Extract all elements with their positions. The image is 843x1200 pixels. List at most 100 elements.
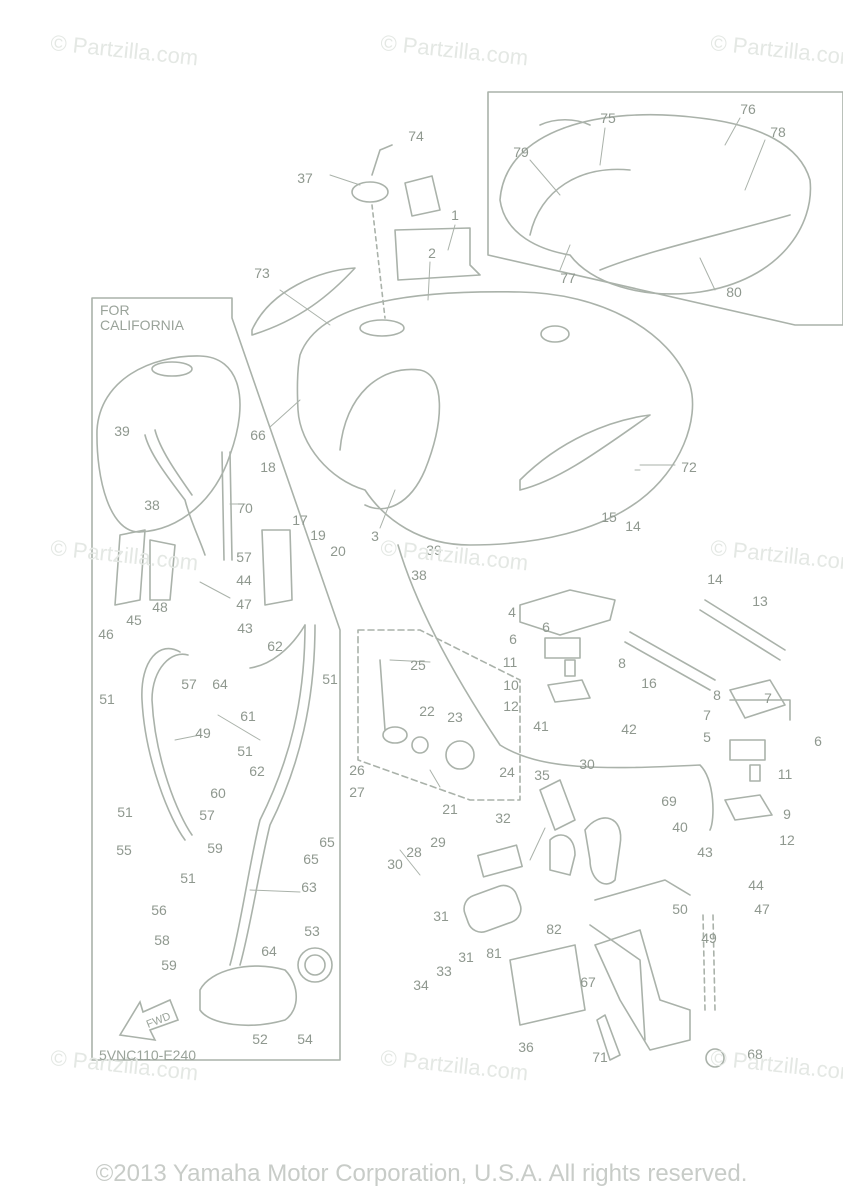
part-callout: 34 (413, 977, 429, 993)
part-callout: 37 (297, 170, 313, 186)
part-callout: 51 (117, 804, 133, 820)
part-callout: 64 (261, 943, 277, 959)
part-callout: 45 (126, 612, 142, 628)
part-callout: 51 (99, 691, 115, 707)
part-callout: 76 (740, 101, 756, 117)
part-callout: 57 (236, 549, 252, 565)
part-callout: 71 (592, 1049, 608, 1065)
part-callout: 24 (499, 764, 515, 780)
part-callout: 11 (503, 654, 518, 670)
part-callout: 36 (518, 1039, 534, 1055)
part-callout: 72 (681, 459, 697, 475)
part-callout: 55 (116, 842, 132, 858)
part-callout: 12 (779, 832, 795, 848)
part-callout: 43 (697, 844, 713, 860)
bracket-4 (519, 589, 616, 636)
part-callout: 58 (154, 932, 170, 948)
part-callout: 29 (430, 834, 446, 850)
part-callout: 74 (408, 128, 424, 144)
california-label: FOR CALIFORNIA (100, 302, 185, 333)
pump-bracket-67 (594, 929, 691, 1051)
fwd-label: FWD (145, 1010, 173, 1031)
seat-cover (499, 113, 812, 295)
part-callout: 49 (195, 725, 211, 741)
fuel-cap (351, 181, 389, 203)
tank-cover-73 (251, 267, 356, 336)
part-callout: 81 (486, 945, 502, 961)
part-callout: 38 (411, 567, 427, 583)
part-callout: 59 (161, 957, 177, 973)
part-callout: 42 (621, 721, 637, 737)
part-callout: 18 (260, 459, 276, 475)
part-callout: 8 (713, 687, 721, 703)
part-callout: 6 (509, 631, 517, 647)
california-frame (91, 297, 341, 1061)
part-callout: 14 (625, 518, 641, 534)
part-callout: 60 (210, 785, 226, 801)
part-callout: 23 (447, 709, 463, 725)
part-callout: 68 (747, 1046, 763, 1062)
part-callout: 51 (237, 743, 253, 759)
part-callout: 41 (533, 718, 549, 734)
part-callout: 9 (783, 806, 791, 822)
part-callout: 47 (754, 901, 770, 917)
part-callout: 73 (254, 265, 270, 281)
part-callout: 48 (152, 599, 168, 615)
part-callout: 15 (601, 509, 617, 525)
part-callout: 67 (580, 974, 596, 990)
part-callout: 7 (703, 707, 711, 723)
part-callout: 31 (458, 949, 474, 965)
part-callout: 27 (349, 784, 365, 800)
part-callout: 82 (546, 921, 562, 937)
part-callout: 25 (410, 657, 426, 673)
fwd-arrow (118, 998, 180, 1042)
part-callout: 57 (181, 676, 197, 692)
part-callout: 75 (600, 110, 616, 126)
part-callout: 49 (701, 930, 717, 946)
tank-small (96, 355, 241, 533)
part-callout: 6 (814, 733, 822, 749)
part-callout: 61 (240, 708, 256, 724)
part-callout: 47 (236, 596, 252, 612)
part-callout: 30 (387, 856, 403, 872)
part-callout: 22 (419, 703, 435, 719)
part-callout: 80 (726, 284, 742, 300)
part-callout: 65 (319, 834, 335, 850)
part-callout: 6 (542, 619, 550, 635)
part-callout: 14 (707, 571, 723, 587)
part-callout: 70 (237, 500, 253, 516)
part-callout: 33 (436, 963, 452, 979)
callout-labels: 1234566677889101111121213141415161718192… (98, 101, 822, 1065)
part-callout: 20 (330, 543, 346, 559)
hose-61 (229, 624, 306, 966)
part-callout: 28 (406, 844, 422, 860)
part-callout: 13 (752, 593, 768, 609)
part-callout: 17 (292, 512, 308, 528)
part-callout: 16 (641, 675, 657, 691)
canister (199, 965, 297, 1026)
part-callout: 19 (310, 527, 326, 543)
part-callout: 51 (180, 870, 196, 886)
part-callout: 1 (451, 207, 459, 223)
hose-49-left (141, 647, 186, 841)
fuel-tank (296, 290, 694, 546)
part-callout: 7 (764, 690, 772, 706)
part-callout: 50 (672, 901, 688, 917)
part-callout: 52 (252, 1031, 268, 1047)
part-callout: 4 (508, 604, 516, 620)
fuel-pump (463, 884, 522, 933)
diagram-code: 5VNC110-E240 (99, 1047, 197, 1063)
pump-bracket (509, 944, 586, 1026)
part-callout: 62 (267, 638, 283, 654)
part-callout: 54 (297, 1031, 313, 1047)
part-callout: 44 (748, 877, 764, 893)
part-callout: 39 (114, 423, 130, 439)
part-callout: 31 (433, 908, 449, 924)
part-callout: 35 (534, 767, 550, 783)
part-callout: 10 (503, 677, 519, 693)
part-callout: 77 (560, 270, 576, 286)
part-callout: 40 (672, 819, 688, 835)
part-callout: 26 (349, 762, 365, 778)
part-callout: 59 (207, 840, 223, 856)
